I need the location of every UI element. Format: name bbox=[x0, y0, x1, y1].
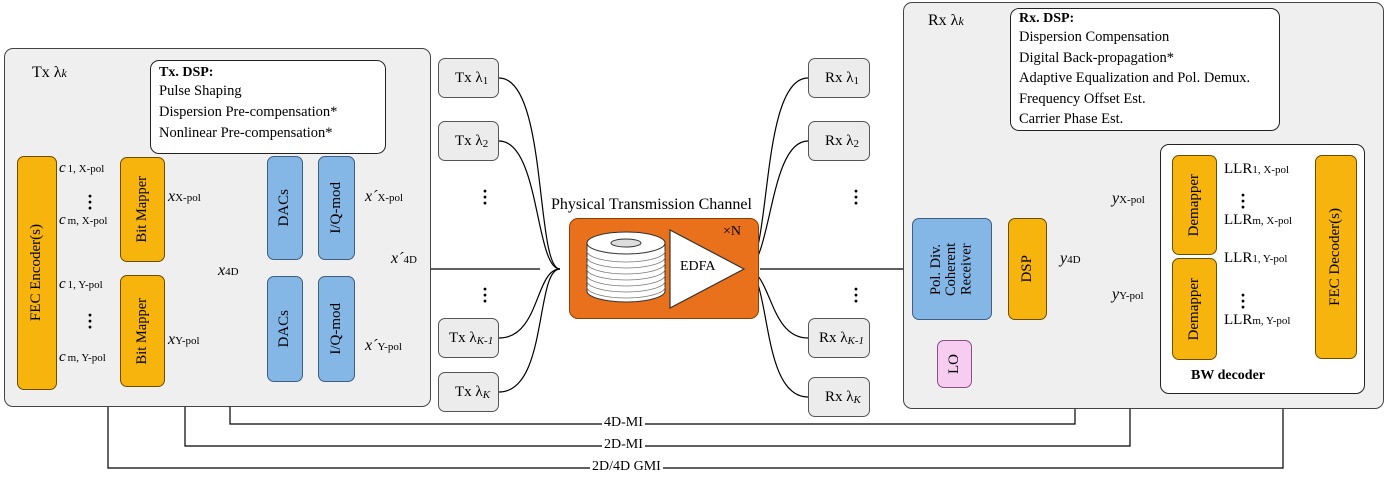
rx-dsp-title: Rx. DSP: bbox=[1019, 11, 1075, 26]
fec-decoder-block: FEC Decoder(s) bbox=[1315, 155, 1357, 359]
llr-m-xpol-label: LLRm, X-pol bbox=[1224, 212, 1293, 228]
edfa-label: EDFA bbox=[680, 259, 716, 274]
demapper-y-block: Demapper bbox=[1172, 258, 1217, 360]
rx-dsp-item: Carrier Phase Est. bbox=[1019, 111, 1124, 127]
xprime-ypol-label: x´Y-pol bbox=[365, 337, 402, 354]
xprime-4d-label: x´4D bbox=[391, 250, 417, 267]
tx-dsp-item: Nonlinear Pre-compensation* bbox=[159, 125, 333, 141]
rx-dsp-block: DSP bbox=[1008, 218, 1047, 320]
lo-block: LO bbox=[937, 340, 972, 388]
x-4d-label: x4D bbox=[218, 262, 239, 279]
xprime-xpol-label: x´X-pol bbox=[365, 188, 404, 205]
metric-2d-mi-label: 2D-MI bbox=[602, 437, 645, 453]
x-ypol-label: xY-pol bbox=[168, 331, 200, 348]
vertical-ellipsis-icon: ··· bbox=[87, 305, 94, 337]
dacs-y-block: DACs bbox=[267, 276, 303, 382]
rx-dsp-item: Frequency Offset Est. bbox=[1019, 90, 1146, 107]
channel-title: Physical Transmission Channel bbox=[551, 196, 752, 213]
iq-mod-x-block: I/Q-mod bbox=[318, 156, 355, 260]
llr-1-xpol-label: LLR1, X-pol bbox=[1224, 161, 1290, 177]
vertical-ellipsis-icon: ··· bbox=[853, 279, 860, 311]
llr-m-ypol-label: LLRm, Y-pol bbox=[1224, 312, 1291, 328]
tx-dsp-box: Tx. DSP: Pulse Shaping Dispersion Pre-co… bbox=[150, 60, 386, 154]
tx-dsp-list: Pulse Shaping Dispersion Pre-compensatio… bbox=[159, 81, 377, 144]
rx-panel-title: Rx λk bbox=[928, 12, 964, 29]
vertical-ellipsis-icon: ··· bbox=[1240, 185, 1247, 217]
edfa-amplifier-icon bbox=[669, 229, 746, 309]
vertical-ellipsis-icon: ··· bbox=[1240, 285, 1247, 317]
times-n-label: ×N bbox=[723, 224, 742, 239]
bw-decoder-label: BW decoder bbox=[1191, 368, 1266, 383]
x-xpol-label: xX-pol bbox=[168, 188, 201, 205]
llr-1-ypol-label: LLR1, Y-pol bbox=[1224, 250, 1288, 266]
rx-dsp-box: Rx. DSP: Dispersion Compensation Digital… bbox=[1010, 8, 1280, 131]
tx-panel-title: Tx λk bbox=[32, 64, 67, 81]
rx-dsp-list: Dispersion Compensation Digital Back-pro… bbox=[1019, 27, 1271, 130]
dacs-x-block: DACs bbox=[267, 156, 303, 260]
y-ypol-label: yY-pol bbox=[1112, 286, 1144, 303]
tx-dsp-item: Dispersion Pre-compensation* bbox=[159, 104, 338, 120]
metric-4d-mi-label: 4D-MI bbox=[602, 415, 645, 431]
y-4d-label: y4D bbox=[1060, 250, 1081, 267]
demapper-x-block: Demapper bbox=[1172, 155, 1217, 255]
rx-dsp-item: Adaptive Equalization and Pol. Demux. bbox=[1019, 70, 1251, 86]
coherent-receiver-block: Pol. Div. Coherent Receiver bbox=[912, 218, 992, 320]
bit-mapper-y-block: Bit Mapper bbox=[120, 275, 165, 387]
rx-dsp-item: Dispersion Compensation bbox=[1019, 29, 1170, 45]
rx-dsp-item: Digital Back-propagation* bbox=[1019, 49, 1175, 66]
transmission-channel-block: EDFA ×N bbox=[569, 218, 759, 319]
vertical-ellipsis-icon: ··· bbox=[482, 279, 489, 311]
y-xpol-label: yX-pol bbox=[1112, 190, 1145, 207]
metric-gmi-label: 2D/4D GMI bbox=[590, 459, 663, 475]
vertical-ellipsis-icon: ··· bbox=[482, 181, 489, 213]
tx-dsp-item: Pulse Shaping bbox=[159, 83, 242, 99]
fiber-spool-icon bbox=[586, 231, 666, 303]
bit-mapper-x-block: Bit Mapper bbox=[120, 157, 165, 262]
fec-encoder-block: FEC Encoder(s) bbox=[17, 156, 57, 390]
tx-dsp-title: Tx. DSP: bbox=[159, 65, 214, 80]
vertical-ellipsis-icon: ··· bbox=[853, 181, 860, 213]
vertical-ellipsis-icon: ··· bbox=[87, 186, 94, 218]
iq-mod-y-block: I/Q-mod bbox=[318, 276, 355, 382]
